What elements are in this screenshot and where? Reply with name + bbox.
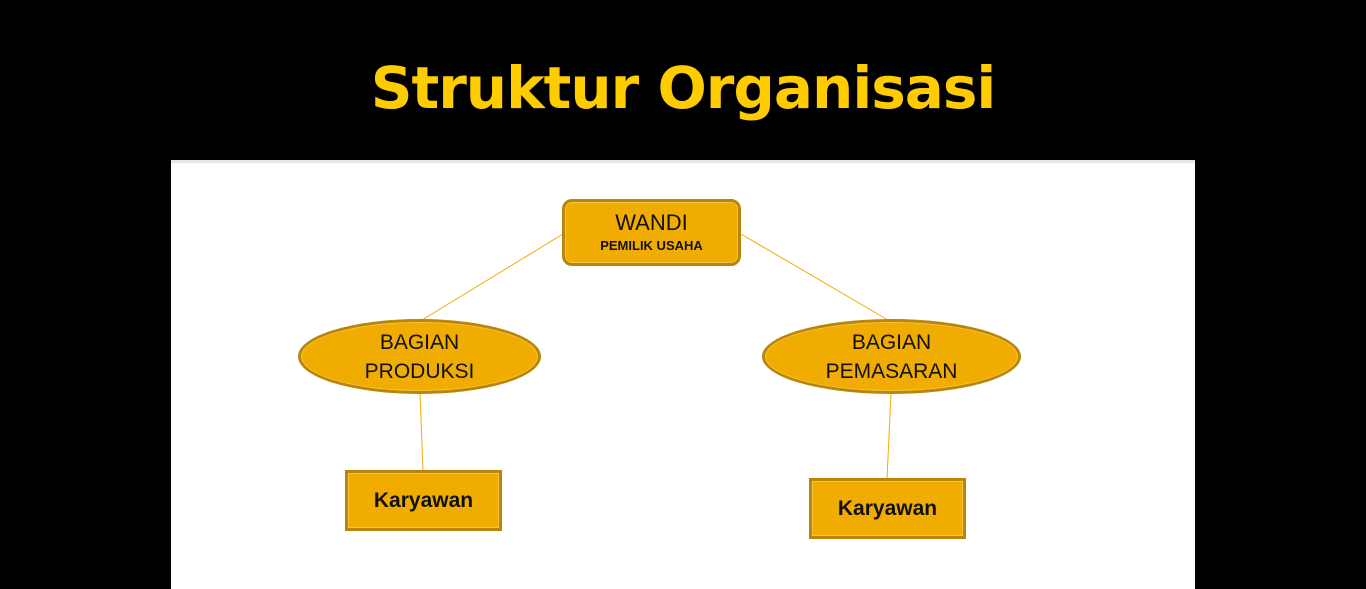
staff-label-produksi: Karyawan bbox=[373, 488, 474, 512]
connector-owner-to-pemasaran bbox=[740, 233, 889, 321]
department-label-pemasaran: BAGIAN PEMASARAN bbox=[825, 330, 958, 383]
owner-name: WANDI bbox=[615, 210, 688, 235]
owner-node: WANDI PEMILIK USAHA bbox=[562, 199, 741, 266]
staff-label-pemasaran: Karyawan bbox=[837, 496, 938, 520]
department-node-produksi: BAGIAN PRODUKSI bbox=[298, 319, 541, 394]
connector-produksi-to-karyawan bbox=[419, 392, 424, 472]
connector-pemasaran-to-karyawan bbox=[886, 392, 892, 480]
staff-node-produksi: Karyawan bbox=[345, 470, 502, 531]
staff-node-pemasaran: Karyawan bbox=[809, 478, 966, 539]
slide-title: Struktur Organisasi bbox=[370, 54, 997, 122]
department-label-produksi: BAGIAN PRODUKSI bbox=[364, 330, 475, 383]
connector-owner-to-produksi bbox=[421, 233, 564, 321]
owner-role: PEMILIK USAHA bbox=[600, 238, 703, 253]
department-node-pemasaran: BAGIAN PEMASARAN bbox=[762, 319, 1021, 394]
